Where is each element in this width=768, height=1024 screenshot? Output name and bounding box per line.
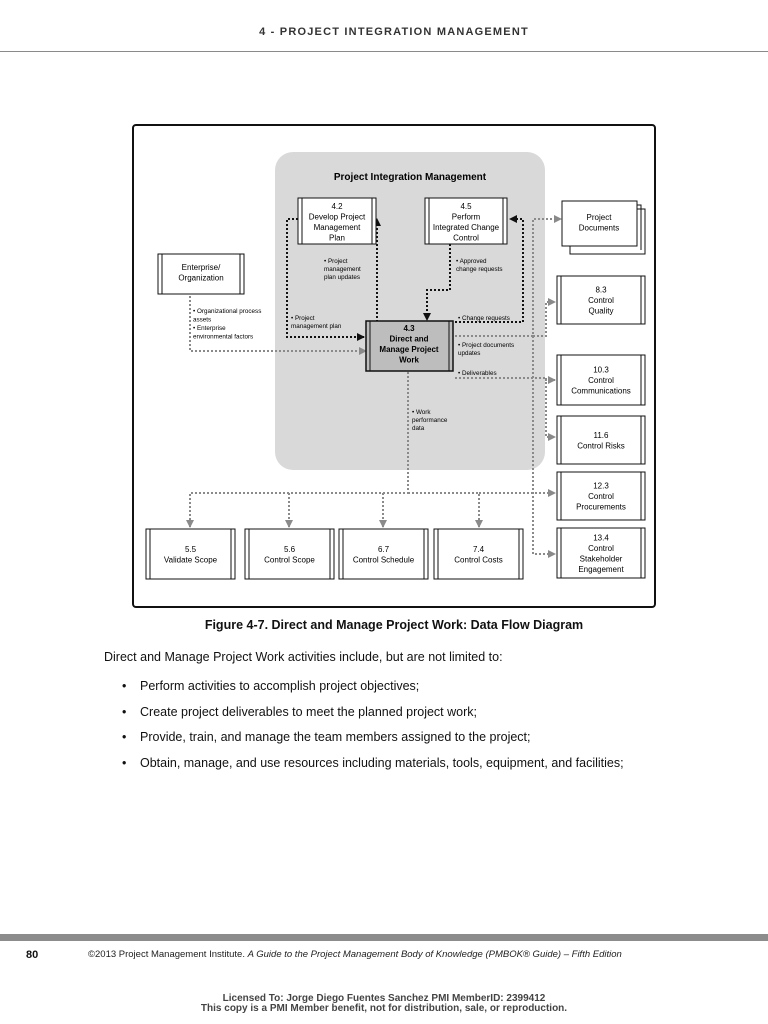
list-item: • Perform activities to accomplish projec…	[104, 678, 624, 704]
bullet-marker: •	[122, 704, 127, 719]
enterprise-organization: Enterprise/Organization	[157, 253, 245, 295]
flow-org-to-4-3	[189, 296, 367, 355]
running-header: 4 - PROJECT INTEGRATION MANAGEMENT	[259, 26, 529, 38]
list-item: • Provide, train, and manage the team mem…	[104, 729, 624, 755]
bullet-marker: •	[122, 755, 127, 770]
header-rule	[0, 51, 768, 52]
bullet-marker: •	[122, 730, 127, 744]
figure-caption: Figure 4-7. Direct and Manage Project Wo…	[204, 618, 584, 632]
flow-to-13-4	[532, 336, 556, 558]
enterprise-label: Enterprise/Organization	[178, 263, 223, 283]
intro-paragraph: Direct and Manage Project Work activitie…	[104, 650, 503, 664]
list-item: • Obtain, manage, and use resources inclu…	[104, 755, 624, 781]
flow-4-3-to-4-5	[455, 215, 524, 323]
label-deliverables: • Deliverables	[458, 370, 497, 377]
list-item-text: Create project deliverables to meet the …	[140, 704, 477, 719]
flow-4-5-to-4-3	[423, 244, 451, 321]
flow-to-8-3	[533, 298, 556, 337]
list-item-text: Obtain, manage, and use resources includ…	[140, 755, 624, 770]
license-notice: Licensed To: Jorge Diego Fuentes Sanchez…	[0, 994, 768, 1014]
license-line-2: This copy is a PMI Member benefit, not f…	[200, 1003, 568, 1014]
group-title: Project Integration Management	[334, 172, 487, 183]
flow-to-11-6	[545, 378, 556, 441]
license-line-1: Licensed To: Jorge Diego Fuentes Sanchez…	[222, 993, 546, 1004]
list-item: • Create project deliverables to meet the…	[104, 704, 624, 730]
copyright-text: ©2013 Project Management Institute.	[88, 949, 245, 960]
page-number: 80	[26, 949, 39, 961]
footer-bar	[0, 934, 768, 941]
flow-to-documents	[455, 215, 562, 337]
list-item-text: Perform activities to accomplish project…	[140, 679, 420, 693]
book-title: A Guide to the Project Management Body o…	[247, 949, 622, 960]
label-change-requests: • Change requests	[458, 315, 510, 322]
flow-to-7-4	[408, 492, 483, 528]
flow-to-5-5	[186, 372, 409, 528]
bullet-marker: •	[122, 679, 127, 693]
footer-citation: ©2013 Project Management Institute. A Gu…	[88, 949, 622, 960]
figure-frame	[132, 124, 656, 608]
list-item-text: Provide, train, and manage the team memb…	[140, 730, 531, 744]
activity-list: • Perform activities to accomplish projec…	[104, 678, 624, 780]
flow-4-2-to-4-3	[286, 218, 365, 341]
